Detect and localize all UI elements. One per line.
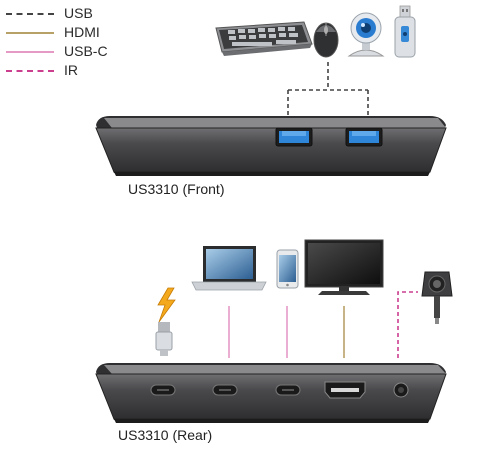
legend-line-hdmi: [6, 32, 54, 34]
smartphone-icon: [276, 249, 299, 289]
ir-line: [397, 291, 418, 358]
us3310-front-device: [95, 116, 447, 176]
mouse-icon: [313, 22, 339, 58]
legend-label-ir: IR: [64, 62, 78, 78]
legend-label-hdmi: HDMI: [64, 24, 100, 40]
us3310-rear-device: [95, 363, 447, 423]
legend-line-ir: [6, 70, 54, 72]
legend-item-usb-c: USB-C: [4, 42, 134, 61]
keyboard-icon: [215, 21, 313, 56]
monitor-icon: [304, 239, 384, 295]
legend-item-hdmi: HDMI: [4, 23, 134, 42]
ir-jack: [393, 382, 409, 398]
legend-label-usb: USB: [64, 5, 93, 21]
legend-line-usb-c: [6, 51, 54, 53]
hdmi-port: [324, 381, 366, 399]
legend-item-ir: IR: [4, 61, 134, 80]
ir-receiver-icon: [421, 271, 453, 324]
usb-connector-lines: [287, 62, 369, 120]
legend-label-usb-c: USB-C: [64, 43, 108, 59]
front-caption: US3310 (Front): [128, 181, 225, 197]
usb-c-port-2: [212, 384, 238, 396]
usb-c-port-3: [275, 384, 301, 396]
usb-a-port-2: [345, 127, 383, 147]
rear-connector-lines: [228, 291, 418, 358]
webcam-icon: [347, 12, 385, 57]
legend: USB HDMI USB-C IR: [4, 4, 134, 80]
usb-c-port-1: [150, 384, 176, 396]
laptop-icon: [191, 246, 267, 291]
usb-a-port-1: [275, 127, 313, 147]
legend-line-usb: [6, 13, 54, 15]
usb-flash-drive-icon: [394, 5, 416, 58]
power-icon: [155, 287, 176, 356]
legend-item-usb: USB: [4, 4, 134, 23]
rear-caption: US3310 (Rear): [118, 427, 213, 443]
